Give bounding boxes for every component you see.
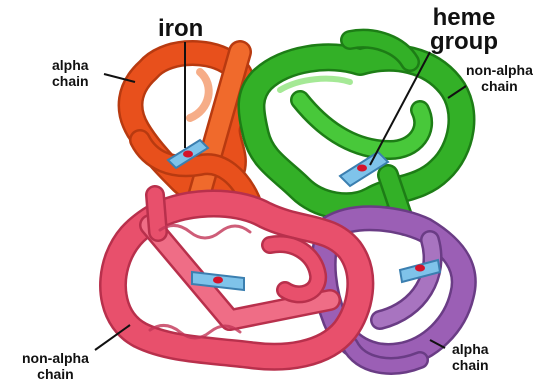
alpha-top-label-line1: alpha [52,57,89,73]
nonalpha-bottom-label-line1: non-alpha [22,350,89,366]
nonalpha-chain-bottom-subunit [113,195,360,357]
alpha-chain-bottom-label: alpha chain [452,341,489,373]
iron-atom [357,165,367,172]
iron-atom [183,151,193,158]
alpha-chain-top-subunit [131,52,250,200]
heme-label-line2: group [430,30,498,54]
nonalpha-chain-top-label: non-alpha chain [466,62,533,94]
alpha-chain-top-label: alpha chain [52,57,89,89]
nonalpha-top-label-line2: chain [466,78,533,94]
alpha-bottom-label-line2: chain [452,357,489,373]
alpha-bottom-label-line1: alpha [452,341,489,357]
heme-label-line1: heme [430,6,498,30]
heme-group-label: heme group [430,6,498,54]
nonalpha-top-label-line1: non-alpha [466,62,533,78]
nonalpha-chain-top-subunit [251,39,461,225]
iron-label: iron [158,17,203,41]
alpha-top-label-line2: chain [52,73,89,89]
iron-atom [213,277,223,284]
nonalpha-chain-bottom-label: non-alpha chain [22,350,89,382]
iron-label-text: iron [158,15,203,42]
nonalpha-bottom-label-line2: chain [22,366,89,382]
iron-atom [415,265,425,272]
